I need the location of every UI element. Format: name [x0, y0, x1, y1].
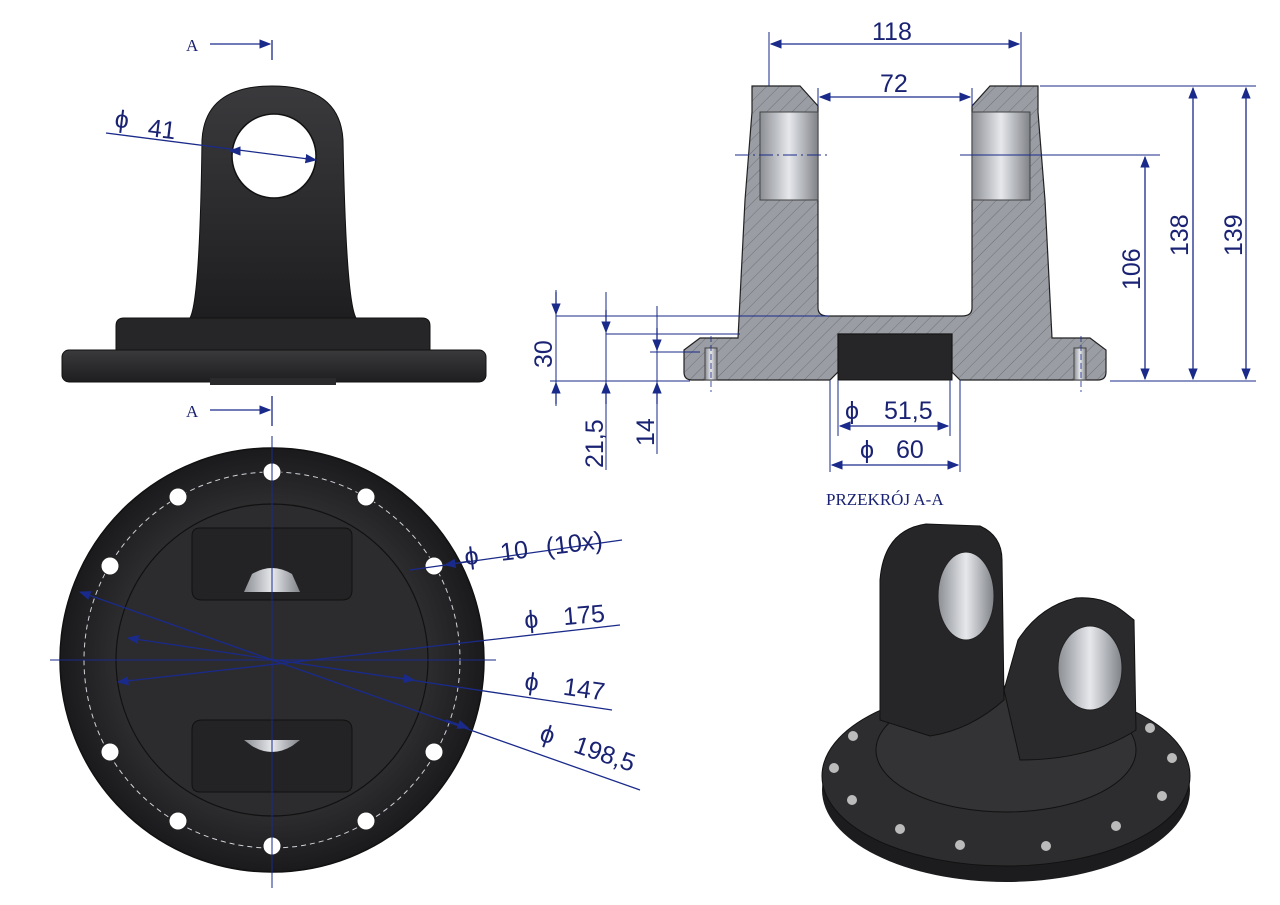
dim-139: 139 — [1220, 214, 1248, 256]
section-title: PRZEKRÓJ A-A — [826, 490, 944, 509]
arrow-10 — [443, 558, 471, 568]
section-view: 118 72 106 138 139 30 21,5 14 ϕ 51,5 — [530, 18, 1256, 509]
section-marker-top: A — [186, 36, 199, 55]
dim-60: 60 — [896, 436, 924, 464]
section-hole-right — [1073, 347, 1087, 381]
dim-106: 106 — [1118, 248, 1146, 290]
iso-bolt-hole — [1145, 723, 1155, 733]
section-bore-right — [971, 111, 1031, 201]
dim-10: 10 — [499, 536, 530, 567]
iso-bolt-hole — [1111, 821, 1121, 831]
phi-icon: ϕ — [860, 436, 874, 464]
phi-icon: ϕ — [845, 397, 859, 425]
front-pin-hole — [231, 113, 317, 199]
dim-198-5: 198,5 — [570, 731, 638, 778]
front-view: A ϕ 41 — [61, 36, 487, 385]
dim-line-pin — [105, 132, 318, 164]
bolt-hole — [100, 556, 120, 576]
dim-line-147 — [126, 634, 613, 711]
front-base-step — [115, 317, 431, 351]
section-marker-bottom: A — [186, 402, 199, 421]
iso-bolt-hole — [829, 763, 839, 773]
dim-10x: (10x) — [544, 526, 604, 561]
arrow-198-5 — [445, 719, 470, 729]
dim-138: 138 — [1166, 214, 1194, 256]
bolt-hole — [424, 742, 444, 762]
bolt-hole — [356, 487, 376, 507]
isometric-view — [821, 523, 1191, 882]
dim-118: 118 — [872, 18, 912, 46]
phi-icon: ϕ — [523, 605, 539, 634]
section-bore-left — [759, 111, 819, 201]
iso-bore-left — [937, 551, 995, 641]
iso-bolt-hole — [847, 795, 857, 805]
iso-bolt-hole — [1157, 791, 1167, 801]
front-flange — [61, 349, 487, 383]
iso-bore-right — [1057, 625, 1123, 711]
arrow-147 — [391, 673, 416, 684]
iso-bolt-hole — [848, 731, 858, 741]
phi-icon: ϕ — [536, 719, 558, 750]
dim-hole-label: ϕ 10 (10x) — [463, 526, 604, 571]
front-flange-spigot — [210, 378, 336, 385]
iso-bolt-hole — [1041, 841, 1051, 851]
dim-30: 30 — [530, 340, 558, 368]
iso-lug-left — [879, 523, 1005, 737]
dim-51-5: 51,5 — [884, 397, 933, 425]
dim-21-5: 21,5 — [581, 419, 609, 468]
dim-line-198-5 — [78, 591, 641, 791]
dim-pin-diameter: ϕ 41 — [113, 105, 177, 145]
phi-icon: ϕ — [523, 667, 541, 697]
section-bore-base — [837, 333, 953, 381]
plan-view: A ϕ 10 (10x) ϕ 175 — [50, 396, 641, 888]
dim-175-label: ϕ 175 — [523, 600, 606, 635]
dim-147-label: ϕ 147 — [523, 667, 607, 706]
dim-198-5-label: ϕ 198,5 — [536, 719, 638, 778]
dim-147: 147 — [561, 673, 606, 707]
dim-pin-value: 41 — [146, 114, 177, 145]
iso-bolt-hole — [1167, 753, 1177, 763]
dim-14: 14 — [632, 418, 660, 446]
bolt-hole — [100, 742, 120, 762]
bolt-hole — [168, 811, 188, 831]
bolt-hole — [168, 487, 188, 507]
dim-72: 72 — [880, 70, 908, 98]
iso-bolt-hole — [895, 824, 905, 834]
bolt-hole — [356, 811, 376, 831]
dim-line-175 — [116, 624, 621, 686]
dim-175: 175 — [562, 600, 606, 632]
phi-icon: ϕ — [113, 105, 130, 134]
phi-icon: ϕ — [463, 542, 480, 571]
iso-bolt-hole — [955, 840, 965, 850]
